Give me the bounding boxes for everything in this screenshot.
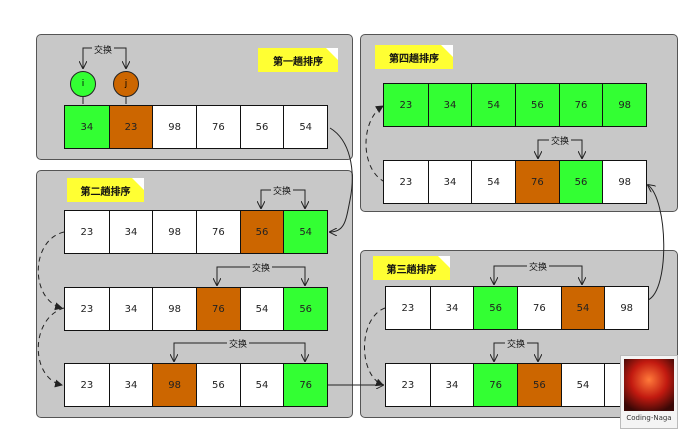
array-cell: 76 [196, 211, 240, 253]
pointer-j-label: j [124, 79, 128, 89]
array-cell: 98 [152, 211, 196, 253]
avatar-image [624, 359, 674, 411]
array-cell: 98 [602, 84, 647, 126]
array-cell: 76 [515, 161, 559, 203]
array-cell: 98 [152, 288, 196, 330]
array-cell: 23 [384, 84, 428, 126]
array-cell: 54 [560, 287, 605, 329]
array-cell: 56 [558, 161, 603, 203]
pass4-note: 第四趟排序 [375, 45, 453, 69]
pass2-note: 第二趟排序 [67, 178, 144, 202]
array-cell: 56 [473, 287, 517, 329]
array-cell: 34 [108, 364, 153, 406]
array-cell: 34 [427, 84, 472, 126]
pointer-j-circle: j [113, 71, 139, 97]
p1-swap-label: 交换 [92, 43, 115, 56]
array-cell: 54 [283, 211, 328, 253]
array-cell: 76 [517, 287, 561, 329]
array-cell: 76 [196, 288, 240, 330]
p2c-swap-label: 交换 [227, 337, 250, 350]
array-cell: 23 [386, 287, 430, 329]
pass1-note: 第一趟排序 [258, 48, 338, 72]
array-cell: 34 [65, 106, 109, 148]
p3b-swap-label: 交换 [505, 337, 528, 350]
array-cell: 34 [427, 161, 472, 203]
array-cell: 23 [108, 106, 153, 148]
array-cell: 54 [283, 106, 328, 148]
array-cell: 98 [152, 106, 196, 148]
array-cell: 54 [239, 288, 284, 330]
array-cell: 56 [515, 84, 559, 126]
array-cell: 34 [108, 211, 153, 253]
array-cell: 56 [196, 364, 240, 406]
array-cell: 34 [429, 364, 474, 406]
array-cell: 54 [471, 84, 515, 126]
array-cell: 76 [558, 84, 603, 126]
pointer-i-circle: i [70, 71, 96, 97]
array-cell: 98 [152, 364, 196, 406]
array-cell: 76 [473, 364, 517, 406]
author-name: Coding-Naga [626, 414, 672, 422]
array-cell: 23 [65, 364, 109, 406]
p3a-swap-label: 交换 [527, 260, 550, 273]
array-cell: 23 [65, 211, 109, 253]
pointer-i-label: i [81, 79, 85, 89]
p2b-swap-label: 交换 [250, 261, 273, 274]
array-cell: 76 [196, 106, 240, 148]
pass3-note: 第三趟排序 [373, 256, 450, 280]
row-p3b: 233476565498 [385, 363, 649, 407]
p2a-swap-label: 交换 [271, 184, 294, 197]
array-cell: 34 [429, 287, 474, 329]
array-cell: 54 [239, 364, 284, 406]
array-cell: 54 [560, 364, 605, 406]
array-cell: 56 [283, 288, 328, 330]
array-cell: 54 [471, 161, 515, 203]
array-cell: 98 [604, 287, 649, 329]
array-cell: 23 [384, 161, 428, 203]
array-cell: 56 [239, 106, 284, 148]
array-cell: 34 [108, 288, 153, 330]
array-cell: 23 [65, 288, 109, 330]
author-avatar: Coding-Naga [620, 355, 678, 429]
array-cell: 23 [386, 364, 430, 406]
p4-swap-label: 交换 [549, 134, 572, 147]
array-cell: 56 [517, 364, 561, 406]
array-cell: 56 [239, 211, 284, 253]
array-cell: 98 [602, 161, 647, 203]
array-cell: 76 [283, 364, 328, 406]
